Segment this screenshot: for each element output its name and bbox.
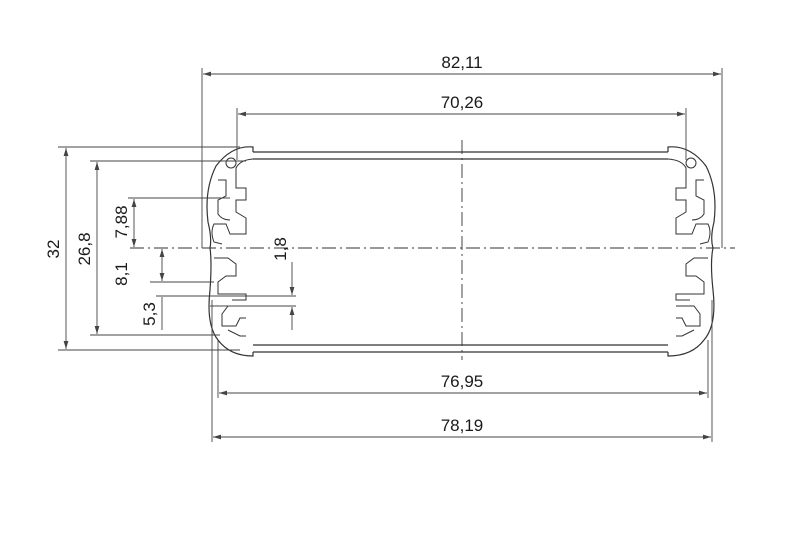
dim-overall-height: 32 bbox=[44, 240, 63, 259]
extension-lines bbox=[58, 68, 723, 442]
dim-upper-slot-offset: 7,88 bbox=[112, 205, 131, 238]
dimension-labels: 82,11 70,26 76,95 78,19 32 26,8 7,88 8,1… bbox=[44, 53, 483, 435]
left-clip-upper bbox=[211, 158, 254, 245]
left-clip-lower bbox=[221, 305, 246, 337]
dim-slot-width: 5,3 bbox=[140, 302, 159, 326]
right-clip-lower bbox=[676, 305, 701, 337]
dim-slot-gap: 1,8 bbox=[271, 237, 290, 261]
dim-inner-top-width: 70,26 bbox=[441, 93, 484, 112]
dim-lower-slot-offset: 8,1 bbox=[112, 262, 131, 286]
dim-inner-height: 26,8 bbox=[75, 232, 94, 265]
dim-overall-width: 82,11 bbox=[441, 53, 482, 72]
dim-inner-bottom-width: 76,95 bbox=[441, 372, 484, 391]
center-lines bbox=[130, 140, 735, 360]
dimension-lines bbox=[63, 71, 721, 440]
right-end-outline bbox=[667, 146, 716, 357]
dim-outer-bottom-width: 78,19 bbox=[441, 416, 484, 435]
profile-body bbox=[206, 146, 716, 357]
left-end-outline bbox=[206, 146, 254, 357]
right-clip-upper bbox=[667, 158, 711, 245]
